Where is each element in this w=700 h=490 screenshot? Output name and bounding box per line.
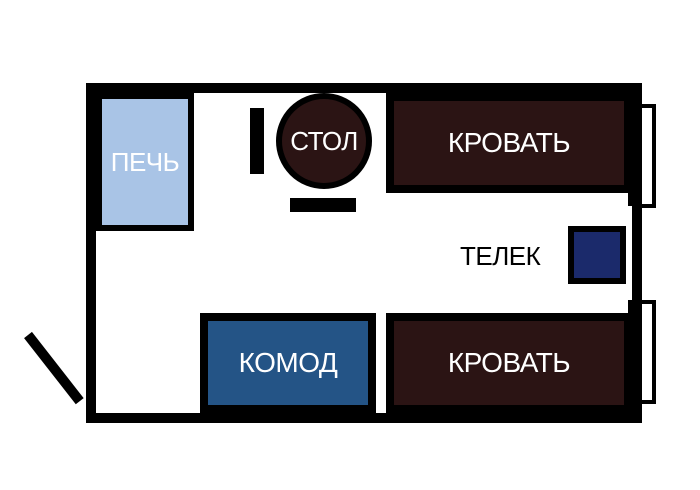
chair-bottom [290, 198, 356, 212]
tv [568, 226, 626, 284]
bed-bottom-label: КРОВАТЬ [447, 347, 571, 378]
stove-label: ПЕЧЬ [110, 146, 180, 177]
window-post-bottom [628, 300, 638, 416]
bed-top-label: КРОВАТЬ [447, 127, 571, 158]
dresser: КОМОД [200, 313, 376, 413]
window-post-top [628, 90, 638, 206]
bed-top: КРОВАТЬ [386, 93, 632, 193]
dresser-label: КОМОД [238, 347, 338, 378]
table-label: СТОЛ [290, 125, 358, 156]
chair-left [250, 108, 264, 174]
stove: ПЕЧЬ [96, 93, 194, 231]
door-leaf [24, 331, 84, 405]
window-top [642, 104, 656, 208]
bed-bottom: КРОВАТЬ [386, 313, 632, 413]
window-bottom [642, 300, 656, 404]
table: СТОЛ [276, 93, 372, 189]
tv-label: ТЕЛЕК [460, 240, 541, 271]
